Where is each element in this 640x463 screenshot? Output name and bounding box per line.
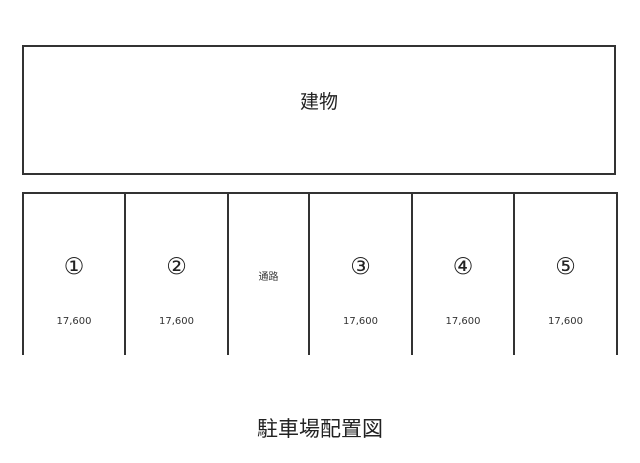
lot-top-line xyxy=(22,192,618,194)
space-price: 17,600 xyxy=(159,316,194,327)
parking-space-2: ② 17,600 xyxy=(126,192,227,355)
space-number: ① xyxy=(63,254,85,280)
space-divider xyxy=(227,192,229,355)
space-divider xyxy=(124,192,126,355)
building-label: 建物 xyxy=(299,91,338,113)
space-divider xyxy=(513,192,515,355)
parking-space-4: ④ 17,600 xyxy=(413,192,513,355)
space-price: 17,600 xyxy=(445,316,481,327)
space-divider xyxy=(308,192,310,355)
diagram-caption: 駐車場配置図 xyxy=(257,417,383,441)
aisle-label: 通路 xyxy=(258,272,279,283)
space-divider xyxy=(616,192,618,355)
parking-lot: ① 17,600 ② 17,600 通路 ③ 17,600 ④ 17,600 ⑤… xyxy=(22,192,618,355)
aisle: 通路 xyxy=(229,192,308,355)
parking-space-1: ① 17,600 xyxy=(24,192,124,355)
space-number: ② xyxy=(166,254,187,280)
parking-space-3: ③ 17,600 xyxy=(310,192,411,355)
space-number: ③ xyxy=(350,254,371,280)
space-price: 17,600 xyxy=(548,316,583,327)
space-price: 17,600 xyxy=(343,316,378,327)
space-number: ④ xyxy=(452,254,474,280)
parking-space-5: ⑤ 17,600 xyxy=(515,192,616,355)
space-number: ⑤ xyxy=(555,254,576,280)
building: 建物 xyxy=(22,45,616,175)
space-divider xyxy=(22,192,24,355)
space-divider xyxy=(411,192,413,355)
space-price: 17,600 xyxy=(56,316,92,327)
